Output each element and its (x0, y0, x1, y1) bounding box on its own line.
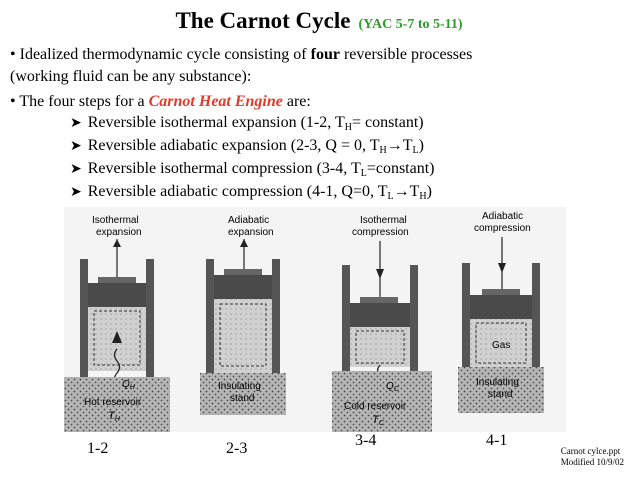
panel-label-1-2: 1-2 (87, 440, 109, 457)
panel-4-label-line2: compression (474, 223, 531, 234)
slide-footer: Carnot cylce.ppt Modified 10/9/02 (561, 446, 624, 468)
piston (88, 283, 146, 307)
bullet-steps: • The four steps for a Carnot Heat Engin… (10, 92, 311, 111)
piston-handle (98, 277, 136, 284)
panel-label-2-3: 2-3 (226, 440, 248, 457)
step-1: ➤Reversible isothermal expansion (1-2, T… (70, 114, 424, 133)
panel-label-3-4: 3-4 (355, 432, 377, 449)
hot-reservoir-label: Hot reservoir (84, 397, 142, 408)
title-main: The Carnot Cycle (175, 8, 351, 33)
bullet-intro: • Idealized thermodynamic cycle consisti… (10, 45, 472, 64)
bullet-intro-bold: four (310, 46, 340, 63)
bullet-intro-text-b: reversible processes (339, 46, 473, 63)
gas-region (350, 327, 410, 367)
insulating-stand (200, 373, 286, 415)
footer-filename: Carnot cylce.ppt (560, 446, 621, 456)
system-boundary (475, 322, 527, 364)
cold-reservoir (332, 371, 432, 432)
piston (214, 275, 272, 299)
panel-1-label-line1: Isothermal (92, 215, 139, 226)
cylinder-wall-right (272, 259, 280, 381)
arrow-down-icon (498, 263, 506, 273)
insulating-label-line1: Insulating (476, 377, 519, 388)
cylinder-wall-right (532, 263, 540, 375)
bullet-steps-text-a: The four steps for a (19, 93, 149, 110)
piston (470, 295, 532, 319)
arrow-up-icon (240, 239, 248, 247)
arrow-down-icon (376, 269, 384, 279)
insulating-stand (458, 367, 544, 413)
carnot-cycle-diagram: Isothermal expansion QH Hot reservoir TH… (64, 207, 566, 432)
panel-label-4-1: 4-1 (486, 432, 508, 449)
slide-title: The Carnot Cycle (YAC 5-7 to 5-11) (0, 8, 638, 34)
panel-2-label-line2: expansion (228, 227, 274, 238)
step-3: ➤Reversible isothermal compression (3-4,… (70, 160, 435, 179)
panel-4-label-line1: Adiabatic (482, 211, 523, 222)
step-2: ➤Reversible adiabatic expansion (2-3, Q … (70, 137, 424, 156)
arrow-bullet-icon: ➤ (70, 116, 82, 131)
panel-1-label-line2: expansion (96, 227, 142, 238)
arrow-bullet-icon: ➤ (70, 185, 82, 200)
panel-3-label-line1: Isothermal (360, 215, 407, 226)
panel-3-label-line2: compression (352, 227, 409, 238)
system-boundary (93, 310, 141, 366)
cylinder-wall-right (410, 265, 418, 371)
bullet-steps-text-b: are: (282, 93, 311, 110)
cylinder-wall-left (206, 259, 214, 381)
carnot-heat-engine-highlight: Carnot Heat Engine (148, 93, 283, 110)
cylinder-wall-right (146, 259, 154, 379)
panel-isothermal-compression: Isothermal compression QC Cold reservoir… (332, 215, 432, 432)
bullet-marker: • (10, 93, 16, 110)
panel-2-label-line1: Adiabatic (228, 215, 269, 226)
piston (350, 303, 410, 327)
cold-reservoir-label: Cold reservoir (344, 401, 407, 412)
panel-adiabatic-compression: Adiabatic compression Gas Insulating sta… (458, 211, 544, 413)
bullet-intro-text-a: Idealized thermodynamic cycle consisting… (19, 46, 311, 63)
insulating-label-line2: stand (230, 393, 254, 404)
step-4: ➤Reversible adiabatic compression (4-1, … (70, 183, 432, 202)
panel-isothermal-expansion: Isothermal expansion QH Hot reservoir TH (64, 215, 170, 432)
cold-reservoir-temp: TC (372, 414, 385, 427)
gas-region (214, 299, 272, 373)
piston-handle (360, 297, 398, 304)
gas-region (470, 319, 532, 367)
arrow-up-icon (113, 239, 121, 247)
cylinder-wall-left (80, 259, 88, 379)
arrow-right-icon: → (386, 137, 403, 154)
heat-out-label: QC (386, 381, 400, 393)
arrow-bullet-icon: ➤ (70, 139, 82, 154)
insulating-label-line1: Insulating (218, 381, 261, 392)
panel-adiabatic-expansion: Adiabatic expansion Insulating stand (200, 215, 286, 415)
bullet-marker: • (10, 46, 16, 63)
piston-handle (224, 269, 262, 276)
gas-label: Gas (492, 340, 510, 351)
heat-in-label: QH (122, 379, 136, 391)
hot-reservoir (64, 377, 170, 432)
cylinder-wall-left (342, 265, 350, 371)
piston-handle (482, 289, 520, 296)
hot-reservoir-temp: TH (108, 410, 121, 423)
title-reference: (YAC 5-7 to 5-11) (358, 17, 463, 32)
heat-arrow-up-icon (112, 331, 122, 343)
bullet-intro-line2: (working fluid can be any substance): (10, 68, 252, 85)
footer-modified: Modified 10/9/02 (560, 457, 624, 467)
cylinder-wall-left (462, 263, 470, 375)
system-boundary (219, 303, 267, 367)
insulating-label-line2: stand (488, 389, 512, 400)
arrow-bullet-icon: ➤ (70, 162, 82, 177)
arrow-right-icon: → (393, 183, 410, 200)
